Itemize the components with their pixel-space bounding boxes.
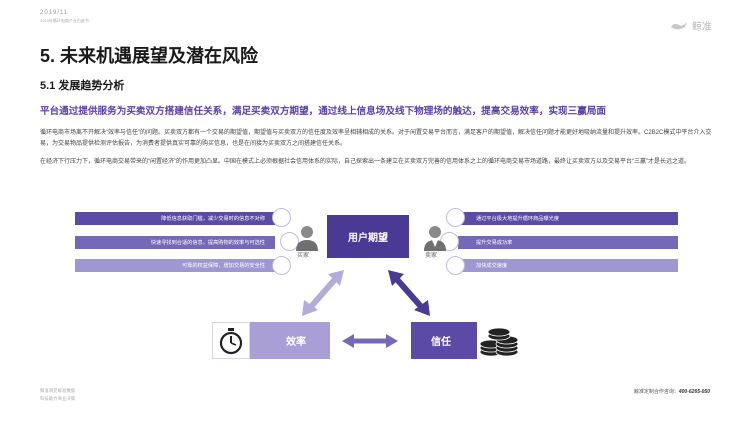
bullet-circle [272, 208, 291, 227]
buyer-person-icon [296, 226, 318, 251]
seller-benefit-1: 通过平台极大地提升循环商品曝光度 [458, 212, 678, 225]
paragraph-1: 循环电商市场离不开解决“效率与信任”的问题。买卖双方都有一个交易的期望值，期望值… [40, 130, 712, 147]
bullet-circle [272, 256, 291, 275]
section-title: 5. 未来机遇展望及潜在风险 [40, 46, 259, 66]
logo-text: 鲸准 [692, 22, 712, 33]
footer-left-line-1: 鲸准洞见鲸准数据 [40, 388, 76, 393]
seller-person-icon [424, 226, 446, 251]
double-arrow-icon [342, 334, 398, 348]
stopwatch-icon [219, 327, 243, 354]
report-date: 2019/11 [40, 10, 69, 16]
buyer-label: 买家 [297, 253, 310, 259]
bullet-circle [446, 208, 465, 227]
footer-contact-prefix: 鲸准定制合作咨询： [633, 389, 679, 395]
buyer-benefit-1: 降低信息获取门槛，减少交易时的信息不对称 [75, 212, 275, 225]
paragraph-2: 在经济下行压力下，循环电商交易带来的“闲置经济”的作用更加凸显。中国在模式上必须… [40, 159, 690, 165]
coins-icon-box [476, 322, 521, 359]
whale-icon [671, 21, 687, 29]
section-subtitle: 5.1 发展趋势分析 [40, 80, 125, 92]
double-arrow-icon [302, 270, 344, 316]
bullet-circle [446, 256, 465, 275]
highlight-statement: 平台通过提供服务为买卖双方搭建信任关系，满足买卖双方期望，通过线上信息场及线下物… [40, 106, 607, 117]
seller-benefit-3: 加快成交速度 [458, 259, 678, 272]
logo: 鲸准 [670, 18, 712, 33]
footer-left-line-2: 科技助力商业决策 [40, 396, 76, 401]
buyer-benefit-2: 快速寻找到合适的信息，提高购物的效率与可选性 [75, 236, 275, 249]
coins-icon [479, 327, 518, 356]
efficiency-box: 效率 [250, 322, 330, 359]
footer-phone: 400-6265-050 [678, 389, 710, 395]
bullet-circle [280, 232, 299, 251]
double-arrow-icon [388, 270, 430, 316]
footer-contact: 鲸准定制合作咨询：400-6265-050 [634, 388, 710, 395]
trust-box: 信任 [411, 322, 477, 359]
buyer-benefit-3: 可靠的权益保障，增加交易的安全性 [75, 259, 275, 272]
seller-label: 卖家 [425, 253, 438, 259]
seller-benefit-2: 提升交易成功率 [458, 236, 678, 249]
user-expectation-box: 用户期望 [327, 215, 409, 258]
report-name: 2019年循环电商产业白皮书 [40, 18, 89, 23]
stopwatch-icon-box [212, 322, 250, 359]
